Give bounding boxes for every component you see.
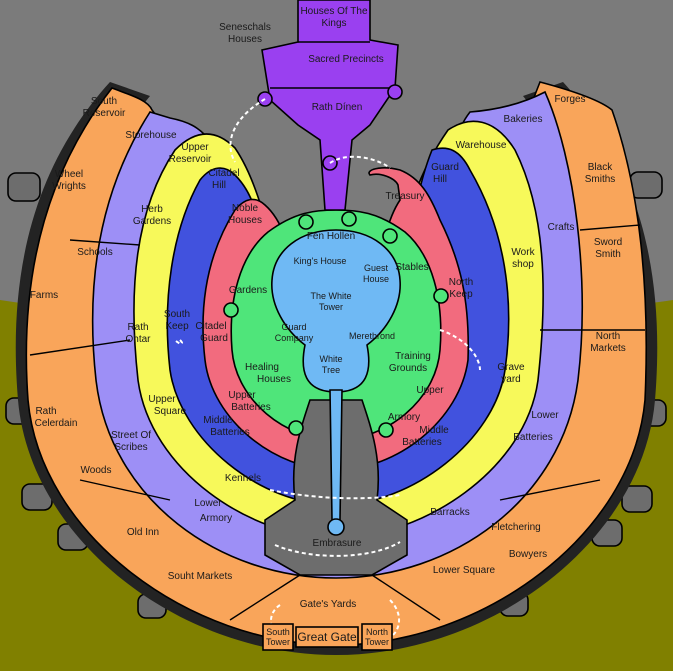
label-schools: Schools: [77, 247, 113, 258]
corridor-stem: [329, 389, 343, 521]
label-warehouse: Warehouse: [456, 140, 507, 151]
label-souht-markets: Souht Markets: [168, 571, 232, 582]
label-fletchering: Fletchering: [491, 522, 540, 533]
great-gate-box: [295, 626, 359, 648]
label-bowyers: Bowyers: [509, 549, 547, 560]
label-forges: Forges: [554, 94, 585, 105]
label-crafts: Crafts: [548, 222, 575, 233]
embrasure-dot: [327, 518, 345, 536]
label-stables: Stables: [395, 262, 428, 273]
label-embrasure: Embrasure: [313, 538, 362, 549]
label-sacred-precincts: Sacred Precincts: [308, 54, 384, 65]
label-gates-yards: Gate's Yards: [300, 599, 357, 610]
label-treasury: Treasury: [385, 191, 424, 202]
label-gardens: Gardens: [229, 285, 267, 296]
label-great-gate: Great Gate: [297, 630, 357, 644]
label-barracks: Barracks: [430, 507, 469, 518]
north-tower-box: [361, 623, 393, 651]
label-kings-house: King's House: [294, 256, 347, 266]
label-lower-square: Lower Square: [433, 565, 496, 576]
label-kennels: Kennels: [225, 473, 261, 484]
label-merethrond: Merethrond: [349, 331, 395, 341]
label-rath-dinen: Rath Dínen: [312, 102, 363, 113]
purple-citadel: [261, 0, 399, 211]
label-farms: Farms: [30, 290, 58, 301]
label-storehouse: Storehouse: [125, 130, 177, 141]
core-lightblue: [271, 229, 401, 393]
district-dividers: [29, 41, 645, 621]
label-bakeries: Bakeries: [504, 114, 543, 125]
label-woods: Woods: [81, 465, 112, 476]
label-old-inn: Old Inn: [127, 527, 159, 538]
label-fen-hollen: Fen Hollen: [307, 231, 355, 242]
south-tower-box: [262, 623, 294, 651]
